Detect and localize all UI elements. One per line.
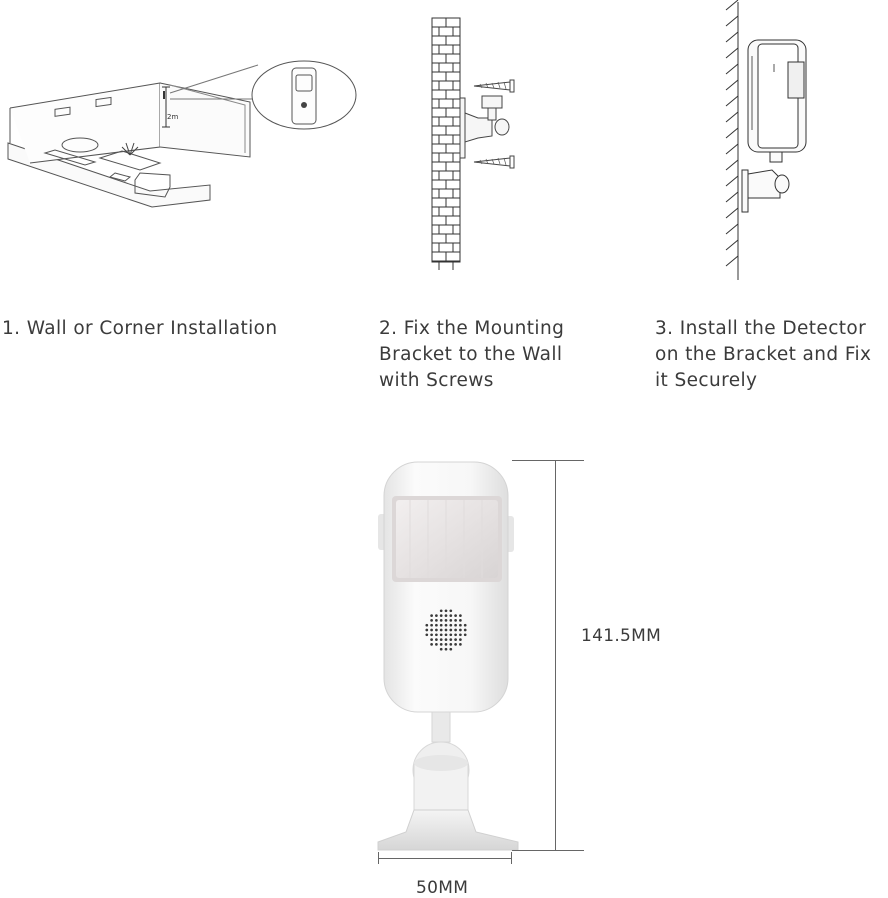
room-height-label: 2m <box>167 113 178 121</box>
width-label: 50MM <box>416 878 469 898</box>
height-label: 141.5MM <box>581 626 662 646</box>
step-2-caption: 2. Fix the Mounting Bracket to the Wall … <box>379 318 565 391</box>
step-1-caption: 1. Wall or Corner Installation <box>2 318 278 339</box>
motion-detector-product <box>377 461 519 851</box>
bracket-illustration <box>431 17 515 270</box>
room-illustration: 2m <box>7 60 357 208</box>
width-dimension-line <box>378 852 512 864</box>
step-3-caption: 3. Install the Detector on the Bracket a… <box>655 318 872 391</box>
height-dimension-line <box>512 460 584 851</box>
mounted-illustration <box>725 0 807 280</box>
